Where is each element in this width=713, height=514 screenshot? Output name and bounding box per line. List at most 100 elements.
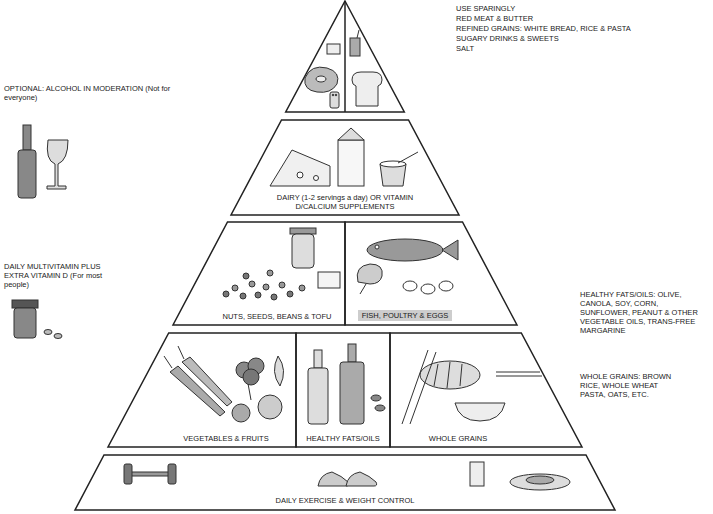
exercise-icon <box>130 472 170 476</box>
dairy-icon <box>338 140 364 186</box>
nuts-beans-tofu-icon <box>255 292 261 298</box>
vegetables-fruits-icon <box>258 395 282 419</box>
red-meat-butter-salt-icon <box>335 94 337 96</box>
nuts-beans-tofu-icon <box>279 282 285 288</box>
nuts-beans-tofu-icon <box>271 294 277 300</box>
side-note: RED MEAT & BUTTER <box>456 14 533 23</box>
wine-icon <box>23 125 31 150</box>
top-tier <box>286 1 405 112</box>
multivitamin-icon <box>14 308 36 338</box>
whole-grains-icon <box>496 376 542 377</box>
fish-poultry-eggs-icon <box>357 239 458 294</box>
bread-sweets-icon <box>357 30 359 38</box>
dairy-icon <box>297 172 303 178</box>
nuts-beans-tofu-icon <box>299 285 305 291</box>
vegetables-fruits-icon <box>164 356 172 368</box>
nuts-beans-tofu-icon <box>318 272 340 288</box>
dairy-icon <box>270 150 330 186</box>
nuts-beans-tofu-icon <box>223 228 340 300</box>
tier-label: NUTS, SEEDS, BEANS & TOFU <box>223 312 332 321</box>
vegetables-fruits-icon <box>164 346 284 422</box>
oil-bottles-icon <box>308 368 328 424</box>
pyramid-tier: DAIRY (1-2 servings a day) OR VITAMIN D/… <box>231 120 459 215</box>
whole-grains-icon <box>460 364 462 386</box>
pyramid-tier: WHOLE GRAINS <box>390 333 582 447</box>
bread-sweets-icon <box>350 38 360 56</box>
side-note: DAILY MULTIVITAMIN PLUS EXTRA VITAMIN D … <box>4 262 124 289</box>
nuts-beans-tofu-icon <box>263 284 269 290</box>
wine-icon <box>18 150 36 198</box>
exercise-icon <box>318 472 349 486</box>
dairy-icon <box>398 152 418 163</box>
tier-outline <box>390 333 582 447</box>
pyramid-tier: DAILY EXERCISE & WEIGHT CONTROL <box>75 455 615 510</box>
vegetables-fruits-icon <box>182 357 232 406</box>
tier-label: WHOLE GRAINS <box>429 434 487 443</box>
vegetables-fruits-icon <box>274 356 283 386</box>
side-note: OPTIONAL: ALCOHOL IN MODERATION (Not for… <box>4 84 179 102</box>
red-meat-butter-salt-icon <box>316 76 326 82</box>
oil-bottles-icon <box>340 362 364 424</box>
exercise-icon <box>510 474 570 490</box>
tier-label: FISH, POULTRY & EGGS <box>358 310 453 321</box>
nuts-beans-tofu-icon <box>267 270 273 276</box>
exercise-icon <box>346 472 377 486</box>
dairy-icon <box>380 161 406 167</box>
oil-bottles-icon <box>308 344 385 424</box>
pyramid-tier: NUTS, SEEDS, BEANS & TOFU <box>173 222 345 325</box>
tier-outline <box>390 333 582 447</box>
nuts-beans-tofu-icon <box>290 228 316 234</box>
side-note: HEALTHY FATS/OILS: OLIVE, CANOLA, SOY, C… <box>580 290 708 335</box>
nuts-beans-tofu-icon <box>223 291 229 297</box>
whole-grains-icon <box>402 350 542 424</box>
whole-grains-icon <box>410 352 436 424</box>
vegetables-fruits-icon <box>232 404 250 422</box>
multivitamin-icon <box>12 300 38 308</box>
pyramid-tier: FISH, POULTRY & EGGS <box>345 222 517 325</box>
multivitamin-icon <box>12 300 62 339</box>
nuts-beans-tofu-icon <box>292 234 314 268</box>
side-note: SUGARY DRINKS & SWEETS <box>456 34 559 43</box>
tier-outline <box>296 333 390 447</box>
vegetables-fruits-icon <box>178 346 184 359</box>
dairy-icon <box>270 128 418 186</box>
vegetables-fruits-icon <box>243 369 259 385</box>
multivitamin-icon <box>44 330 52 335</box>
wine-icon <box>18 125 68 198</box>
tier-outline <box>173 222 345 325</box>
fish-poultry-eggs-icon <box>439 281 453 291</box>
nuts-beans-tofu-icon <box>240 293 246 299</box>
exercise-icon <box>526 476 554 484</box>
whole-grains-icon <box>496 372 540 373</box>
exercise-icon <box>168 464 176 484</box>
whole-grains-icon <box>434 364 438 386</box>
side-note: WHOLE GRAINS: BROWN RICE, WHOLE WHEAT PA… <box>580 372 680 399</box>
red-meat-butter-salt-icon <box>332 94 334 96</box>
fish-poultry-eggs-icon <box>357 264 382 284</box>
exercise-icon <box>470 462 484 486</box>
multivitamin-icon <box>54 334 62 339</box>
exercise-icon <box>124 462 570 490</box>
tier-label: VEGETABLES & FRUITS <box>183 434 268 443</box>
tier-outline <box>108 333 296 447</box>
exercise-icon <box>124 464 132 484</box>
side-note: SALT <box>456 44 474 53</box>
wine-icon <box>47 140 68 189</box>
tier-label: DAIRY (1-2 servings a day) OR VITAMIN D/… <box>273 193 418 211</box>
tier-outline <box>75 455 615 510</box>
side-note: USE SPARINGLY <box>456 4 515 13</box>
tier-outline <box>296 333 390 447</box>
tier-outline <box>173 222 345 325</box>
red-meat-butter-salt-icon <box>330 92 339 108</box>
bread-sweets-icon <box>352 72 382 106</box>
whole-grains-icon <box>420 361 480 389</box>
pyramid-tier: VEGETABLES & FRUITS <box>108 333 296 447</box>
side-note: REFINED GRAINS: WHITE BREAD, RICE & PAST… <box>456 24 631 33</box>
nuts-beans-tofu-icon <box>232 285 238 291</box>
tier-outline <box>345 222 517 325</box>
pyramid-tier: HEALTHY FATS/OILS <box>296 333 390 447</box>
red-meat-butter-salt-icon <box>305 67 338 92</box>
nuts-beans-tofu-icon <box>287 291 293 297</box>
fish-poultry-eggs-icon <box>421 284 435 294</box>
